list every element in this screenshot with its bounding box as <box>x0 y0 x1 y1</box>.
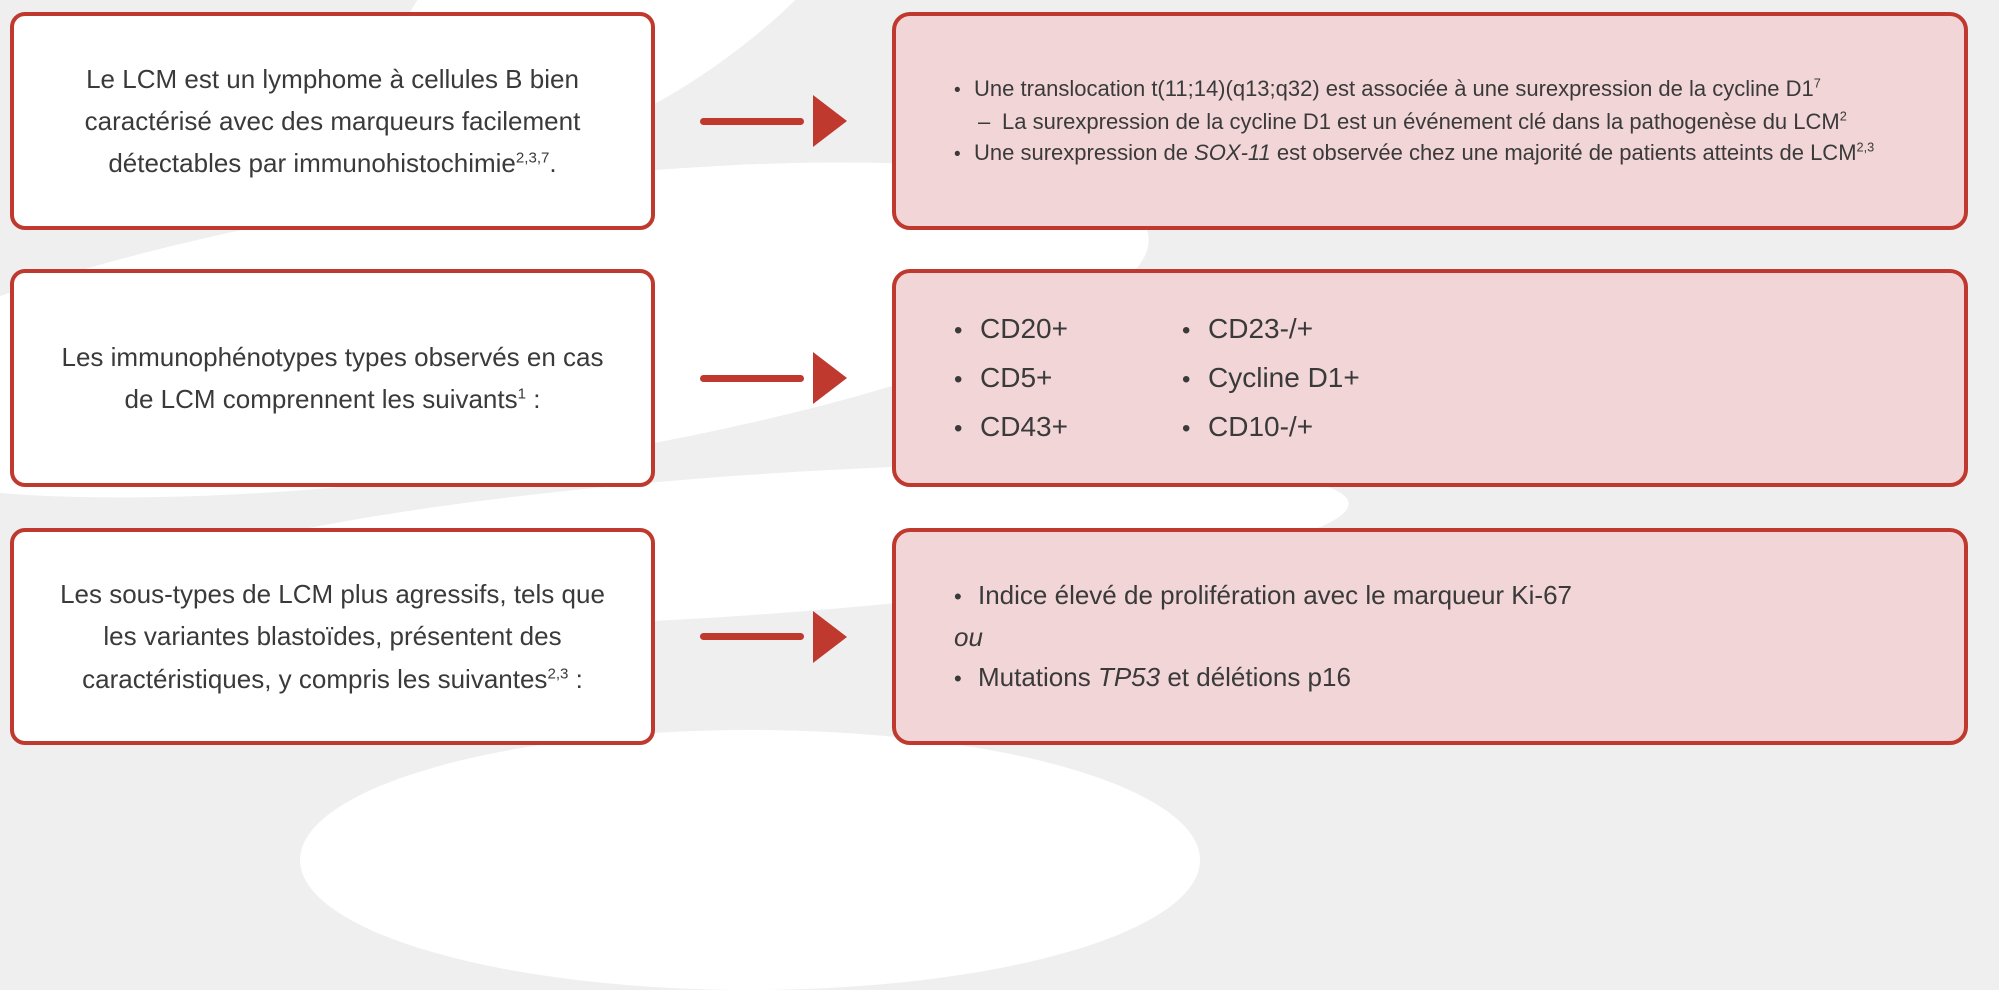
bullet-marker: • <box>1182 316 1191 344</box>
bullet-text: CD10-/+ <box>1208 410 1314 442</box>
bullet-item: • CD5+ <box>954 354 1182 403</box>
source-text: Le LCM est un lymphome à cellules B bien… <box>84 63 581 179</box>
source-text: Les immunophénotypes types observés en c… <box>61 341 604 414</box>
bullet-text: Une translocation t(11;14)(q13;q32) est … <box>974 75 1821 101</box>
bullet-item: • Indice élevé de prolifération avec le m… <box>954 575 1940 617</box>
bullet-text: CD23-/+ <box>1208 312 1314 344</box>
bullet-column: • CD23-/+ • Cycline D1+ • CD10-/+ <box>1182 305 1360 452</box>
arrow-head <box>813 95 847 147</box>
result-list: • Une translocation t(11;14)(q13;q32) est… <box>954 73 1940 170</box>
bullet-item: • CD43+ <box>954 403 1182 452</box>
bullet-marker: • <box>1182 414 1191 442</box>
bullet-marker: • <box>954 316 963 344</box>
arrow-head <box>813 352 847 404</box>
source-text: Les sous-types de LCM plus agressifs, te… <box>60 579 605 694</box>
bullet-marker: • <box>954 665 962 691</box>
source-box: Les immunophénotypes types observés en c… <box>10 269 655 487</box>
right-arrow-icon <box>655 269 892 487</box>
result-box: • CD20+ • CD5+ • CD43+ • CD23-/+ • Cycline D1+ • CD… <box>892 269 1968 487</box>
bullet-marker: – <box>978 108 991 134</box>
bullet-text: La surexpression de la cycline D1 est un… <box>1002 108 1847 134</box>
bullet-text: CD20+ <box>980 312 1068 344</box>
bullet-text: CD43+ <box>980 410 1068 442</box>
arrow-head <box>813 610 847 663</box>
result-box: • Indice élevé de prolifération avec le m… <box>892 528 1968 745</box>
result-list: • Indice élevé de prolifération avec le m… <box>954 575 1940 699</box>
bullet-item: • Une translocation t(11;14)(q13;q32) est… <box>954 73 1940 106</box>
bullet-marker: • <box>954 365 963 393</box>
bullet-item: –La surexpression de la cycline D1 est u… <box>954 106 1940 137</box>
bullet-marker: • <box>954 414 963 442</box>
result-box: • Une translocation t(11;14)(q13;q32) est… <box>892 12 1968 230</box>
bullet-item: • CD23-/+ <box>1182 305 1360 354</box>
bullet-item: ou <box>954 617 1940 657</box>
diagram-row-2: Les immunophénotypes types observés en c… <box>10 269 1968 487</box>
bullet-marker: • <box>1182 365 1191 393</box>
diagram-row-1: Le LCM est un lymphome à cellules B bien… <box>10 12 1968 230</box>
arrow-line <box>700 633 804 640</box>
result-list: • CD20+ • CD5+ • CD43+ • CD23-/+ • Cycline D1+ • CD… <box>954 305 1940 452</box>
bullet-text: Indice élevé de prolifération avec le ma… <box>978 579 1573 610</box>
diagram-row-3: Les sous-types de LCM plus agressifs, te… <box>10 528 1968 745</box>
arrow-line <box>700 374 804 382</box>
bullet-text: ou <box>954 621 983 652</box>
bullet-item: • CD20+ <box>954 305 1182 354</box>
bullet-column: • CD20+ • CD5+ • CD43+ <box>954 305 1182 452</box>
bullet-text: Cycline D1+ <box>1208 361 1360 393</box>
right-arrow-icon <box>655 12 892 230</box>
bullet-marker: • <box>954 79 961 101</box>
bullet-text: Mutations TP53 et délétions p16 <box>978 661 1351 692</box>
bullet-item: • Cycline D1+ <box>1182 354 1360 403</box>
bullet-item: • CD10-/+ <box>1182 403 1360 452</box>
bullet-text: CD5+ <box>980 361 1053 393</box>
bullet-item: • Une surexpression de SOX-11 est observé… <box>954 137 1940 170</box>
right-arrow-icon <box>655 528 892 745</box>
arrow-line <box>700 117 804 125</box>
background-swoosh <box>300 730 1200 990</box>
bullet-item: • Mutations TP53 et délétions p16 <box>954 657 1940 699</box>
bullet-marker: • <box>954 583 962 609</box>
source-box: Les sous-types de LCM plus agressifs, te… <box>10 528 655 745</box>
source-box: Le LCM est un lymphome à cellules B bien… <box>10 12 655 230</box>
bullet-text: Une surexpression de SOX-11 est observée… <box>974 139 1875 165</box>
bullet-marker: • <box>954 143 961 165</box>
